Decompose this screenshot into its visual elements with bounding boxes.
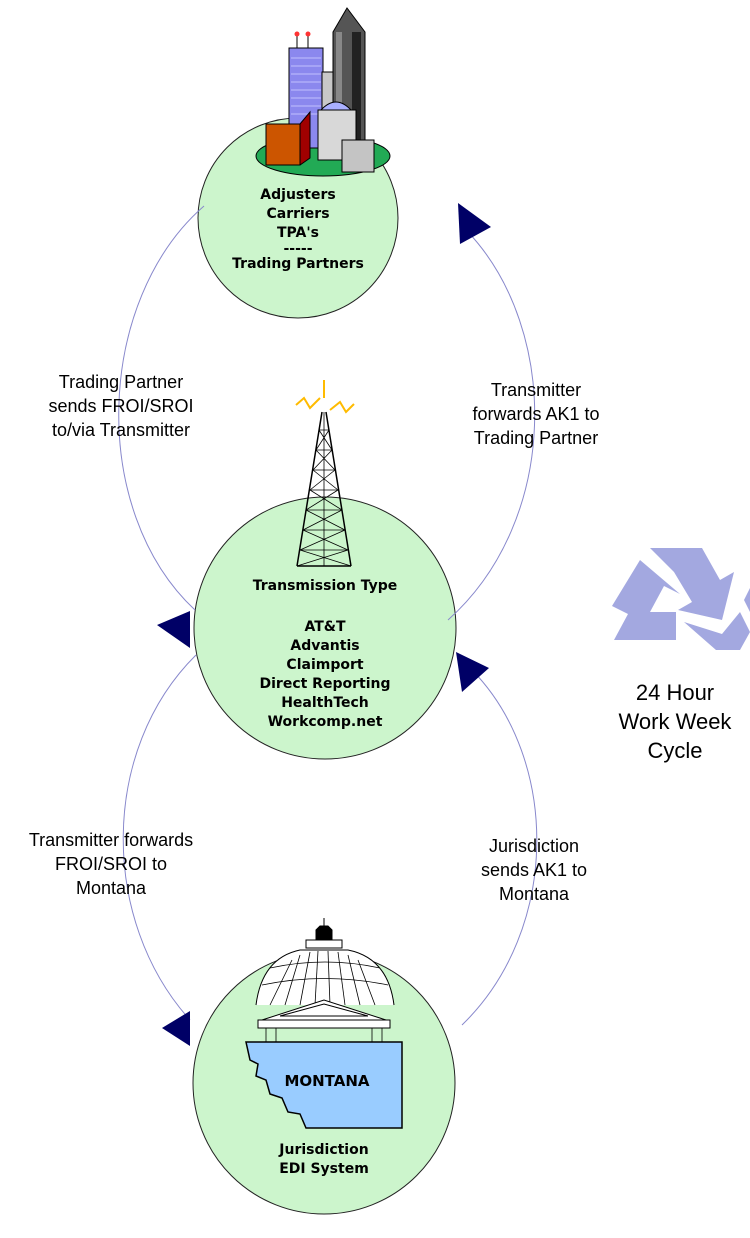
edge-line: Transmitter forwards	[28, 830, 194, 850]
connector-transmitter-to-partner	[447, 231, 536, 621]
transmission-line: Workcomp.net	[267, 714, 383, 730]
montana-map-label: MONTANA	[284, 1072, 370, 1090]
trading-line: Carriers	[266, 206, 330, 222]
edge-line: Transmitter	[490, 380, 582, 400]
trading-line: TPA's	[277, 225, 319, 241]
connector-transmitter-to-montana	[122, 654, 197, 1021]
jurisdiction-line: EDI System	[279, 1161, 369, 1177]
connector-jurisdiction-to-transmitter	[461, 669, 538, 1026]
edge-line: forwards AK1 to	[472, 404, 600, 424]
connector-partner-to-transmitter	[118, 205, 205, 611]
arrowhead-to-transmission-right	[456, 652, 489, 692]
transmission-type-label: Transmission Type AT&T Advantis Claimpor…	[225, 577, 425, 732]
arrowhead-to-transmission-left	[157, 611, 190, 648]
city-buildings-icon	[255, 7, 391, 177]
cycle-label: 24 Hour Work Week Cycle	[600, 678, 750, 765]
edge-line: sends FROI/SROI	[48, 396, 194, 416]
trading-partners-label: Adjusters Carriers TPA's ----- Trading P…	[218, 186, 378, 274]
cycle-line: Cycle	[647, 738, 703, 763]
edge-line: to/via Transmitter	[51, 420, 191, 440]
edge-line: sends AK1 to	[480, 860, 588, 880]
cycle-line: 24 Hour	[635, 680, 715, 705]
transmission-line: HealthTech	[281, 695, 369, 711]
edge-label-transmitter-to-partner: Transmitter forwards AK1 to Trading Part…	[436, 378, 636, 450]
transmission-type-node	[193, 496, 457, 760]
capitol-dome-icon	[255, 918, 395, 1042]
edge-label-partner-to-transmitter: Trading Partner sends FROI/SROI to/via T…	[16, 370, 226, 442]
arrowhead-to-jurisdiction	[162, 1011, 190, 1046]
edge-line: Trading Partner	[58, 372, 184, 392]
jurisdiction-label: Jurisdiction EDI System	[244, 1141, 404, 1179]
edge-label-transmitter-to-montana: Transmitter forwards FROI/SROI to Montan…	[2, 828, 220, 900]
jurisdiction-line: Jurisdiction	[279, 1142, 369, 1158]
edge-line: Montana	[498, 884, 570, 904]
edge-line: Trading Partner	[473, 428, 599, 448]
transmission-line: Claimport	[286, 657, 364, 673]
trading-line: Adjusters	[260, 187, 336, 203]
transmission-line: Advantis	[290, 638, 360, 654]
recycle-icon	[612, 548, 750, 650]
trading-line: -----	[283, 241, 313, 257]
transmission-line: Direct Reporting	[259, 676, 391, 692]
arrowhead-to-trading-partners	[458, 203, 491, 244]
transmission-line: AT&T	[304, 619, 346, 635]
transmission-title: Transmission Type	[252, 578, 398, 594]
trading-line: Trading Partners	[232, 256, 364, 272]
edge-label-jurisdiction-to-transmitter: Jurisdiction sends AK1 to Montana	[444, 834, 624, 906]
edge-line: Jurisdiction	[488, 836, 580, 856]
cycle-line: Work Week	[618, 709, 732, 734]
edge-line: Montana	[75, 878, 147, 898]
radio-tower-icon	[295, 380, 355, 567]
edge-line: FROI/SROI to	[54, 854, 168, 874]
montana-map-icon	[245, 1041, 403, 1129]
